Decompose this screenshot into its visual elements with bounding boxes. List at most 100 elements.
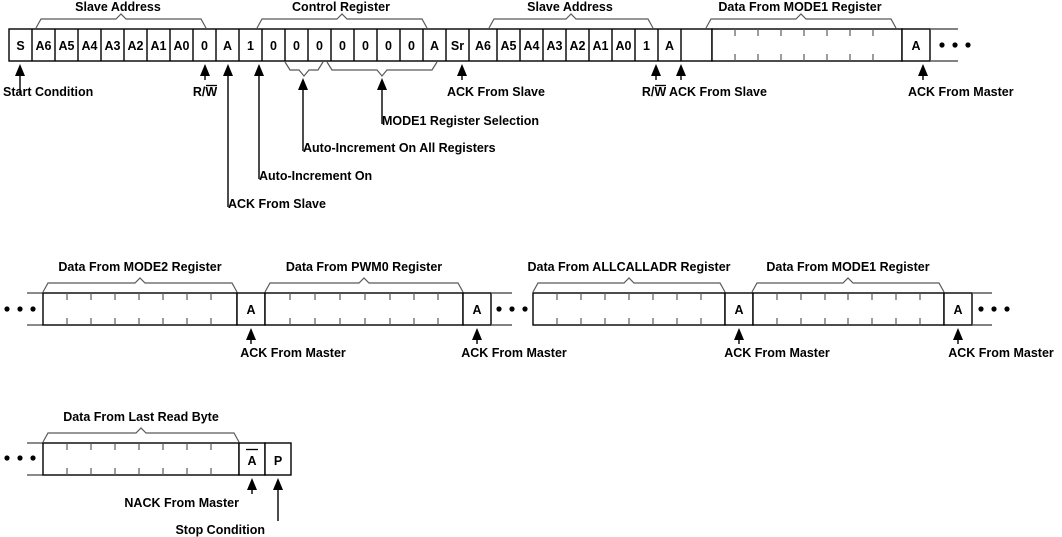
row2-ack-label-1: A	[246, 303, 255, 317]
annotation-ack-from-master-r2-2: ACK From Master	[461, 328, 567, 360]
row-1: Slave Address Control Register Slave Add…	[3, 0, 1014, 211]
annotation-ack-from-slave-2: ACK From Slave	[447, 64, 545, 99]
row1-frame-ackmaster	[901, 28, 931, 62]
row2-data-pwm0-box	[264, 292, 464, 326]
label-rw-1: R/W	[193, 85, 218, 99]
cell-ack-master-1: A	[911, 39, 920, 53]
label-ack-from-master-r2-3: ACK From Master	[724, 346, 830, 360]
annotation-ack-from-master-r2-4: ACK From Master	[948, 328, 1054, 360]
annotation-rw-1: R/W	[193, 64, 218, 99]
cell-rw-write: 0	[201, 39, 208, 53]
row2-bit-ticks	[66, 293, 921, 325]
cell-start: S	[16, 39, 24, 53]
cell-ctrl-bit0: 0	[408, 39, 415, 53]
brace-data-allcalladr	[532, 277, 726, 293]
cell-ack-1: A	[223, 39, 232, 53]
row1-data-ticks	[734, 29, 874, 61]
row3-data-box	[42, 442, 240, 476]
group-label-slave-address-1: Slave Address	[75, 0, 161, 14]
row2-ellipsis-trail	[978, 306, 1010, 312]
label-rw-2: R/W	[642, 85, 667, 99]
annotation-rw-2: R/W	[642, 64, 667, 99]
cell-a1-2: A1	[593, 39, 609, 53]
cell-ctrl-bit6: 0	[270, 39, 277, 53]
brace-control-register	[256, 13, 428, 29]
row2-data-mode2-box	[42, 292, 238, 326]
label-stop-condition: Stop Condition	[175, 523, 265, 537]
annotation-auto-increment-on: Auto-Increment On	[254, 64, 372, 183]
cell-ctrl-bit1: 0	[385, 39, 392, 53]
brace-data-mode2	[42, 277, 238, 293]
row3-nack-box	[238, 442, 266, 476]
label-ack-from-slave-2: ACK From Slave	[447, 85, 545, 99]
brace-slave-address-1	[35, 13, 207, 29]
brace-data-mode1	[705, 13, 897, 29]
label-ack-from-slave-3: ACK From Slave	[669, 85, 767, 99]
row2-ack-label-2: A	[472, 303, 481, 317]
annotation-mode1-register-selection: MODE1 Register Selection	[377, 78, 539, 128]
row-3: Data From Last Read Byte A P	[4, 410, 292, 537]
cell-rw-read: 1	[643, 39, 650, 53]
label-nack-from-master: NACK From Master	[124, 496, 239, 510]
cell-ctrl-bit7: 1	[247, 39, 254, 53]
annotation-stop-condition: Stop Condition	[175, 478, 283, 537]
row3-bit-ticks	[66, 443, 212, 475]
label-ack-from-master-r2-2: ACK From Master	[461, 346, 567, 360]
annotation-start-condition: Start Condition	[3, 64, 93, 99]
group-label-slave-address-2: Slave Address	[527, 0, 613, 14]
label-ack-from-master-r1: ACK From Master	[908, 85, 1014, 99]
annotation-nack-from-master: NACK From Master	[124, 478, 257, 510]
cell-a2-2: A2	[570, 39, 586, 53]
row2-ack-label-3: A	[734, 303, 743, 317]
annotation-ack-from-master-r2-1: ACK From Master	[240, 328, 346, 360]
row2-ack-box-4	[943, 292, 973, 326]
row1-dividers	[31, 29, 682, 61]
cell-a6-1: A6	[36, 39, 52, 53]
label-auto-increment-all: Auto-Increment On All Registers	[303, 141, 496, 155]
cell-ack-3: A	[665, 39, 674, 53]
group-label-data-mode2: Data From MODE2 Register	[58, 260, 221, 274]
cell-a6-2: A6	[475, 39, 491, 53]
group-label-data-pwm0: Data From PWM0 Register	[286, 260, 442, 274]
row1-ellipsis	[939, 42, 971, 48]
label-start-condition: Start Condition	[3, 85, 93, 99]
row2-ack-box-3	[724, 292, 754, 326]
row3-ellipsis-lead	[4, 455, 36, 461]
brace-data-last-read-byte	[42, 427, 240, 443]
label-ack-from-master-r2-1: ACK From Master	[240, 346, 346, 360]
row3-stop-box	[264, 442, 292, 476]
cell-a0-2: A0	[616, 39, 632, 53]
label-mode1-register-selection: MODE1 Register Selection	[382, 114, 539, 128]
cell-a5-1: A5	[59, 39, 75, 53]
brace-data-mode1-r2	[751, 277, 945, 293]
cell-a5-2: A5	[501, 39, 517, 53]
cell-ack-2: A	[430, 39, 439, 53]
row1-frame-left	[8, 28, 713, 62]
cell-a2-1: A2	[128, 39, 144, 53]
cell-repeat-start: Sr	[451, 39, 464, 53]
row-2: Data From MODE2 Register Data From PWM0 …	[4, 260, 1054, 360]
cell-a4-1: A4	[82, 39, 98, 53]
cell-ctrl-bit2: 0	[362, 39, 369, 53]
row2-ellipsis-lead	[4, 306, 36, 312]
row1-frame-data	[711, 28, 903, 62]
annotation-ack-from-master-r2-3: ACK From Master	[724, 328, 830, 360]
group-label-data-mode1: Data From MODE1 Register	[718, 0, 881, 14]
row3-nack-label: A	[247, 454, 256, 468]
row3-stop-label: P	[274, 454, 282, 468]
cell-a3-2: A3	[547, 39, 563, 53]
row2-ack-box-2	[462, 292, 492, 326]
group-label-data-mode1-r2: Data From MODE1 Register	[766, 260, 929, 274]
cell-a4-2: A4	[524, 39, 540, 53]
brace-data-pwm0	[264, 277, 464, 293]
label-auto-increment-on: Auto-Increment On	[259, 169, 372, 183]
annotation-auto-increment-all: Auto-Increment On All Registers	[298, 78, 496, 155]
brace-auto-increment-on-all	[284, 61, 324, 77]
annotation-ack-from-slave-3: ACK From Slave	[669, 64, 767, 99]
label-ack-from-slave-1: ACK From Slave	[228, 197, 326, 211]
row1-cell-labels: S A6 A5 A4 A3 A2 A1 A0 0 A 1 0 0 0 0 0 0…	[16, 39, 920, 53]
label-ack-from-master-r2-4: ACK From Master	[948, 346, 1054, 360]
cell-ctrl-bit3: 0	[339, 39, 346, 53]
